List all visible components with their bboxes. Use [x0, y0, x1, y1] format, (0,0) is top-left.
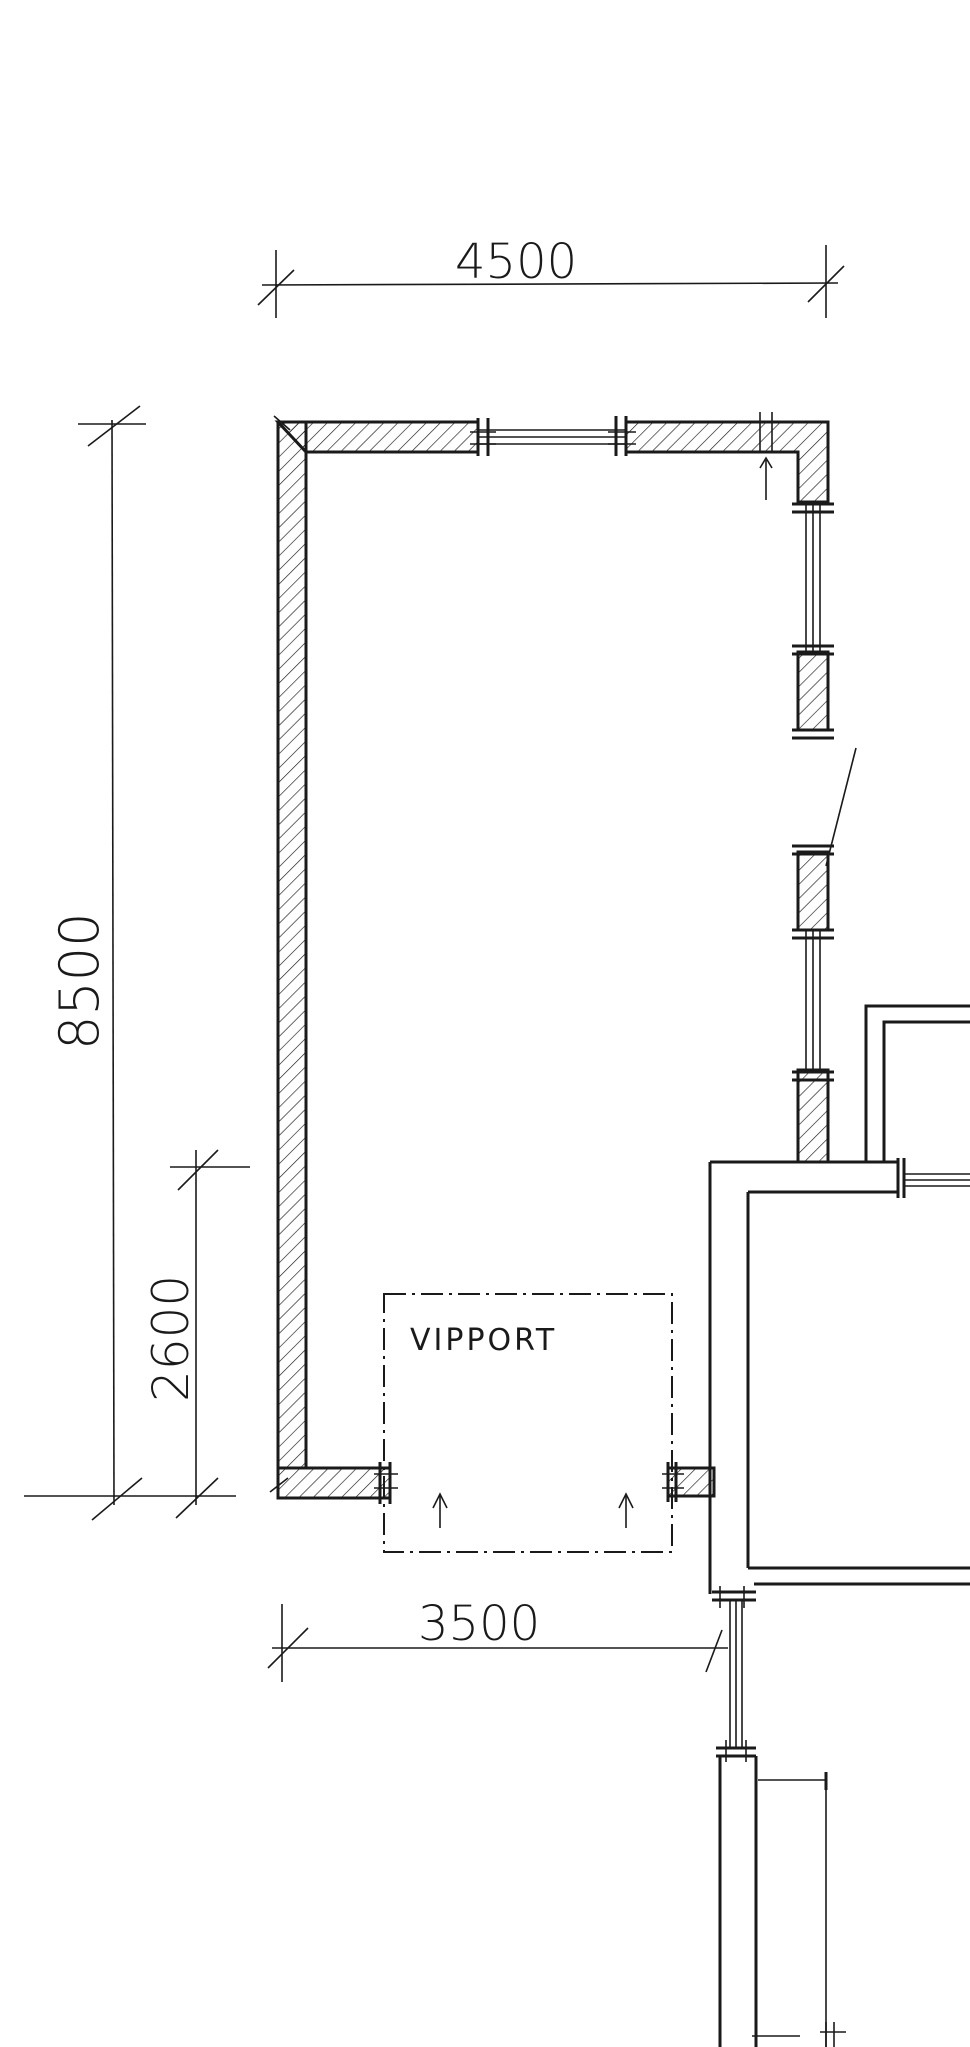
dimension-left-lower: 2600 — [142, 1149, 250, 1519]
right-wall-windows — [792, 502, 857, 1082]
dimension-bottom: 3500 — [267, 1596, 728, 1682]
garage-walls — [274, 420, 830, 1500]
top-right-door-mark — [759, 412, 773, 500]
vipport-outline: VIPPORT — [383, 1293, 673, 1553]
top-window — [470, 416, 636, 456]
vipport-label: VIPPORT — [410, 1323, 557, 1358]
dimension-left: 8500 — [24, 405, 236, 1521]
adjacent-building — [708, 1004, 970, 2047]
dimension-left-label: 8500 — [48, 913, 111, 1050]
dimension-left-lower-label: 2600 — [142, 1275, 200, 1402]
dimension-top: 4500 — [257, 234, 845, 318]
dimension-bottom-label: 3500 — [418, 1596, 540, 1652]
wall-end-ticks — [269, 415, 684, 1504]
dimension-top-label: 4500 — [455, 234, 577, 290]
